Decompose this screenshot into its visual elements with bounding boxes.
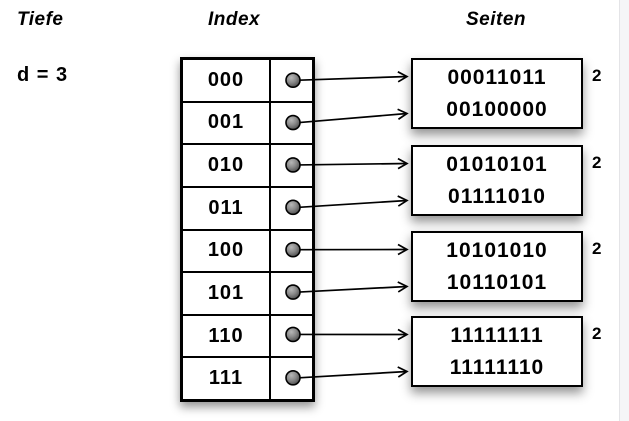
- index-entry-bits: 010: [183, 145, 271, 186]
- page-value: 00100000: [446, 97, 548, 121]
- pointer-arrow: [298, 281, 409, 293]
- pointer-cell: [271, 273, 312, 314]
- local-depth-label: 2: [592, 239, 602, 258]
- index-row: 100: [183, 230, 312, 274]
- local-depth-label: 2: [592, 66, 602, 85]
- pointer-arrow: [298, 157, 409, 170]
- page-value: 11111110: [449, 355, 545, 379]
- index-entry-bits: 001: [183, 102, 271, 144]
- index-row: 101: [183, 273, 312, 316]
- pointer-cell: [271, 145, 312, 186]
- page-value: 01111010: [448, 184, 546, 208]
- local-depth-label: 2: [592, 324, 602, 343]
- page-box: 00011011 00100000: [411, 58, 583, 129]
- pointer-arrow: [298, 195, 409, 209]
- local-depth-label: 2: [592, 153, 602, 172]
- page-box: 11111111 11111110: [411, 316, 583, 387]
- page-value: 11111111: [450, 323, 544, 347]
- pointer-arrow: [298, 71, 409, 83]
- page-box: 01010101 01111010: [411, 145, 583, 216]
- global-depth-value: d = 3: [17, 64, 69, 86]
- pointer-cell: [271, 231, 312, 272]
- pages-column-header: Seiten: [466, 9, 527, 30]
- index-entry-bits: 101: [183, 273, 271, 314]
- page-value: 01010101: [446, 152, 548, 176]
- pointer-cell: [271, 316, 312, 357]
- index-row: 110: [183, 315, 312, 359]
- index-entry-bits: 100: [183, 230, 271, 272]
- index-row: 000: [183, 60, 312, 103]
- depth-column-header: Tiefe: [17, 9, 64, 30]
- index-row: 010: [183, 145, 312, 188]
- index-entry-bits: 011: [183, 187, 271, 229]
- index-row: 111: [183, 358, 312, 399]
- index-row: 011: [183, 187, 312, 231]
- pointer-arrow: [298, 108, 409, 124]
- index-entry-bits: 000: [183, 60, 271, 101]
- pointer-cell: [271, 103, 312, 144]
- page-edge-strip: [619, 0, 629, 421]
- pointer-cell: [271, 188, 312, 229]
- page-value: 10101010: [446, 238, 548, 262]
- page-box: 10101010 10110101: [411, 231, 583, 302]
- pointer-cell: [271, 358, 312, 399]
- index-column-header: Index: [208, 9, 261, 30]
- index-entry-bits: 111: [183, 358, 271, 399]
- page-value: 10110101: [446, 270, 548, 294]
- index-row: 001: [183, 102, 312, 146]
- pointer-arrow: [298, 366, 409, 379]
- page-value: 00011011: [447, 65, 547, 89]
- index-entry-bits: 110: [183, 315, 271, 357]
- pointer-cell: [271, 60, 312, 101]
